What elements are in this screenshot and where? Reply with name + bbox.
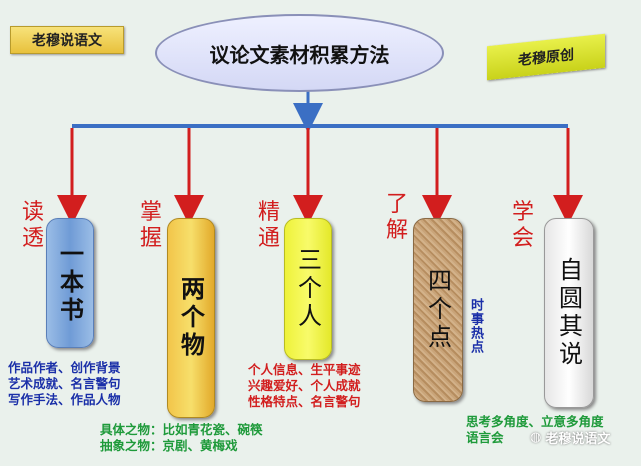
verb-5: 学会 <box>511 200 534 251</box>
author-tag: 老穆说语文 <box>10 26 124 54</box>
pill-1: 一本书 <box>46 218 94 348</box>
verb-1: 读透 <box>21 200 44 251</box>
watermark: ◍ 老穆说语文 <box>530 428 610 447</box>
verb-3: 精通 <box>257 200 280 251</box>
notes-2: 具体之物：比如青花瓷、碗筷 抽象之物：京剧、黄梅戏 <box>100 422 263 453</box>
notes-4: 时事热点 <box>468 298 483 354</box>
wechat-icon: ◍ <box>530 430 542 445</box>
verb-4: 了解 <box>385 192 408 243</box>
diagram-title: 议论文素材积累方法 <box>155 14 444 92</box>
verb-2: 掌握 <box>139 200 162 251</box>
notes-3: 个人信息、生平事迹 兴趣爱好、个人成就 性格特点、名言警句 <box>248 362 361 409</box>
notes-1: 作品作者、创作背景 艺术成就、名言警句 写作手法、作品人物 <box>8 360 121 407</box>
pill-5: 自圆其说 <box>544 218 594 408</box>
notes-5: 思考多角度、立意多角度 语言会 <box>466 414 604 445</box>
pill-2: 两个物 <box>167 218 215 418</box>
pill-3: 三个人 <box>284 218 332 360</box>
watermark-text: 老穆说语文 <box>545 432 611 447</box>
pill-4: 四个点 <box>413 218 463 402</box>
